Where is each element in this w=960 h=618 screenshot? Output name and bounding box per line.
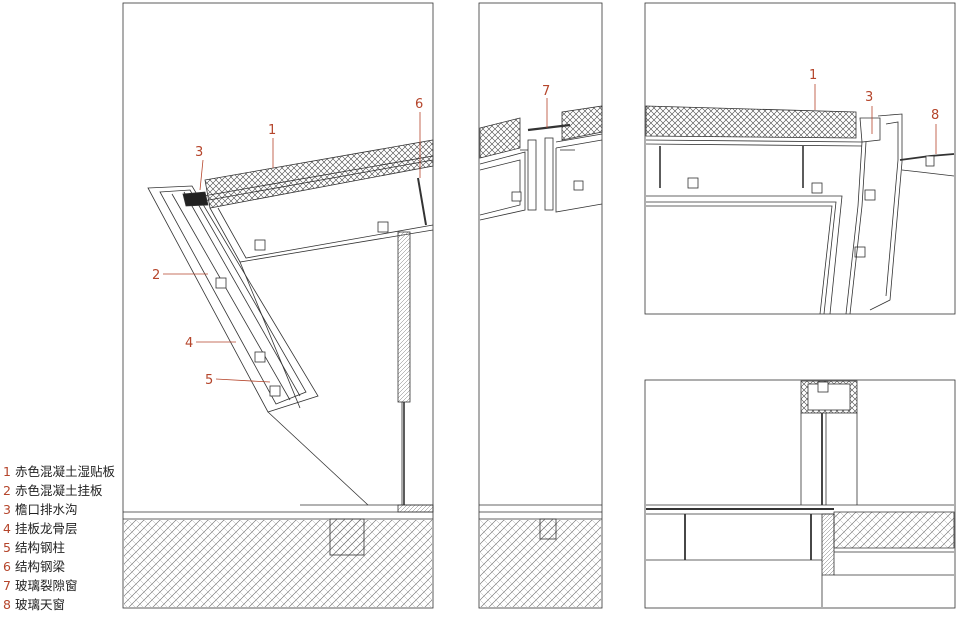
callout-6-left: 6 — [415, 97, 423, 112]
panel-left-frame — [122, 2, 434, 609]
callout-3-left: 3 — [195, 145, 203, 160]
panel-top-right-frame — [644, 2, 956, 315]
steel-column — [397, 231, 411, 403]
panel-left-callouts — [163, 112, 421, 383]
callout-5-left: 5 — [205, 373, 213, 388]
gutter-detail — [859, 117, 881, 143]
panel-middle-frame — [478, 2, 603, 609]
callout-1-right: 1 — [809, 68, 817, 83]
callout-3-right: 3 — [865, 90, 873, 105]
panel-top-right-callouts — [814, 84, 937, 154]
gutter — [182, 191, 209, 207]
callout-8-right: 8 — [931, 108, 939, 123]
panel-bottom-right-detail — [644, 379, 956, 609]
panel-middle-section — [478, 2, 603, 609]
panel-left-section — [122, 2, 434, 609]
facade-panel — [147, 185, 319, 413]
callout-7-mid: 7 — [542, 84, 550, 99]
footing — [329, 518, 365, 556]
roof-slab — [204, 139, 434, 209]
callout-1-left: 1 — [268, 123, 276, 138]
callout-4-left: 4 — [185, 336, 193, 351]
callout-2-left: 2 — [152, 268, 160, 283]
panel-bottom-right-frame — [644, 379, 956, 609]
structural-beam — [417, 177, 427, 226]
roof-slab-detail — [645, 105, 857, 139]
panel-top-right-detail — [644, 2, 956, 315]
fissure-window-glass — [527, 123, 571, 132]
ground-hatch — [124, 520, 432, 607]
